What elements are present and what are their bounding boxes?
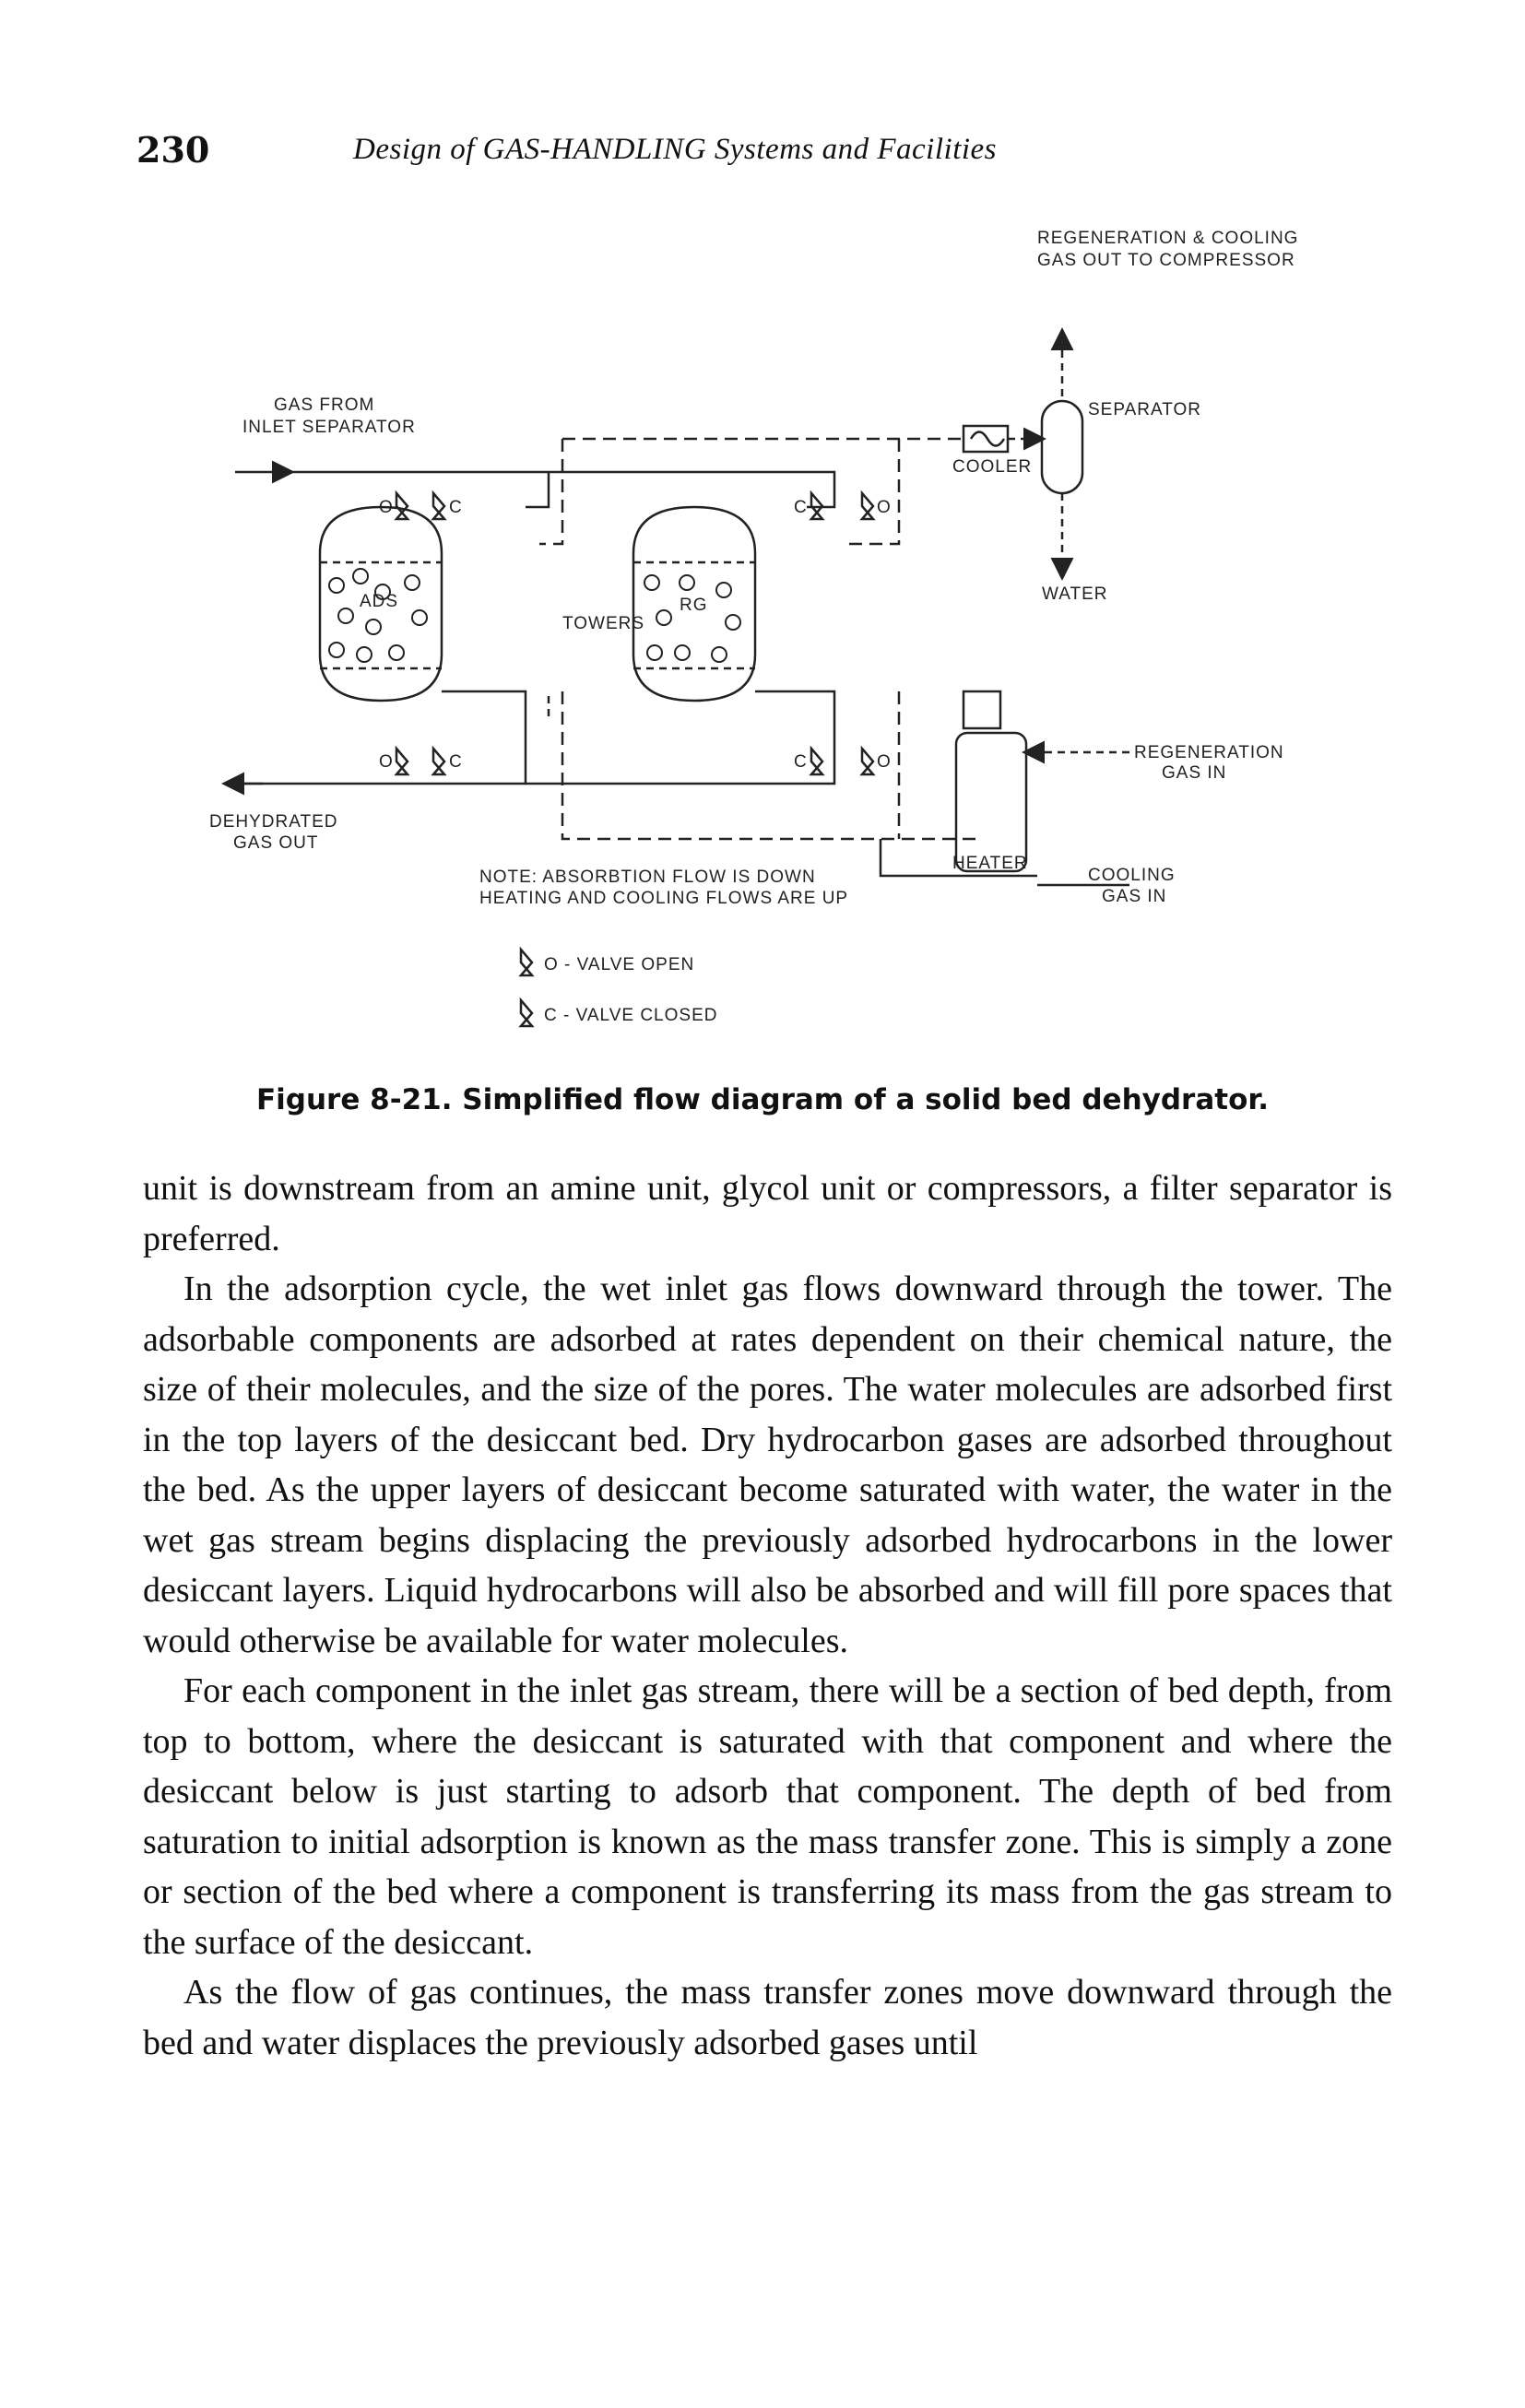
label-towers: TOWERS: [562, 614, 644, 633]
running-head: Design of GAS-HANDLING Systems and Facil…: [353, 133, 998, 166]
label-regen-in-1: REGENERATION: [1134, 743, 1284, 762]
label-regen-out-1: REGENERATION & COOLING: [1037, 229, 1298, 248]
label-regen-in-2: GAS IN: [1162, 763, 1226, 783]
label-ads: ADS: [360, 592, 398, 611]
label-cooling-2: GAS IN: [1102, 887, 1166, 906]
label-note-2: HEATING AND COOLING FLOWS ARE UP: [479, 889, 848, 908]
label-cooler: COOLER: [952, 457, 1032, 477]
paragraph: For each component in the inlet gas stre…: [143, 1671, 1392, 1962]
label-gas-from-2: INLET SEPARATOR: [242, 418, 416, 437]
valve-label: O: [379, 752, 394, 772]
flow-diagram: REGENERATION & COOLING GAS OUT TO COMPRE…: [209, 229, 1298, 1028]
valve-label: C: [449, 498, 463, 517]
valve-label: O: [877, 752, 892, 772]
heater: [954, 731, 1028, 873]
paragraph: As the flow of gas continues, the mass t…: [143, 1973, 1392, 2062]
body-text: unit is downstream from an amine unit, g…: [143, 1163, 1392, 2068]
label-rg: RG: [680, 596, 708, 615]
page-header: 230 Design of GAS-HANDLING Systems and F…: [136, 129, 1390, 184]
label-cooling-1: COOLING: [1088, 866, 1176, 885]
label-heater: HEATER: [952, 854, 1028, 873]
label-dehydrated-1: DEHYDRATED: [209, 812, 338, 832]
label-note-1: NOTE: ABSORBTION FLOW IS DOWN: [479, 868, 816, 887]
outlet-line: [226, 690, 527, 785]
valve-label: C: [794, 498, 808, 517]
legend-valve-open: O - VALVE OPEN: [544, 955, 694, 974]
cooler: [962, 424, 1010, 454]
legend-valve-closed: C - VALVE CLOSED: [544, 1006, 717, 1025]
paragraph: In the adsorption cycle, the wet inlet g…: [143, 1269, 1392, 1660]
tower-1: [318, 505, 443, 702]
flow-diagram-figure: REGENERATION & COOLING GAS OUT TO COMPRE…: [207, 212, 1351, 1042]
label-dehydrated-2: GAS OUT: [233, 833, 319, 853]
separator: [1040, 399, 1084, 495]
label-gas-from-1: GAS FROM: [274, 395, 374, 415]
label-water: WATER: [1042, 584, 1108, 604]
figure-caption: Figure 8-21. Simplified flow diagram of …: [255, 1083, 1270, 1116]
label-regen-out-2: GAS OUT TO COMPRESSOR: [1037, 251, 1295, 270]
valve-label: C: [449, 752, 463, 772]
page-number: 230: [136, 129, 210, 171]
valve-label: O: [877, 498, 892, 517]
tower-2: [632, 505, 757, 702]
paragraph: unit is downstream from an amine unit, g…: [143, 1169, 1392, 1258]
valve-label: C: [794, 752, 808, 772]
label-separator: SEPARATOR: [1088, 400, 1201, 419]
valve-label: O: [379, 498, 394, 517]
